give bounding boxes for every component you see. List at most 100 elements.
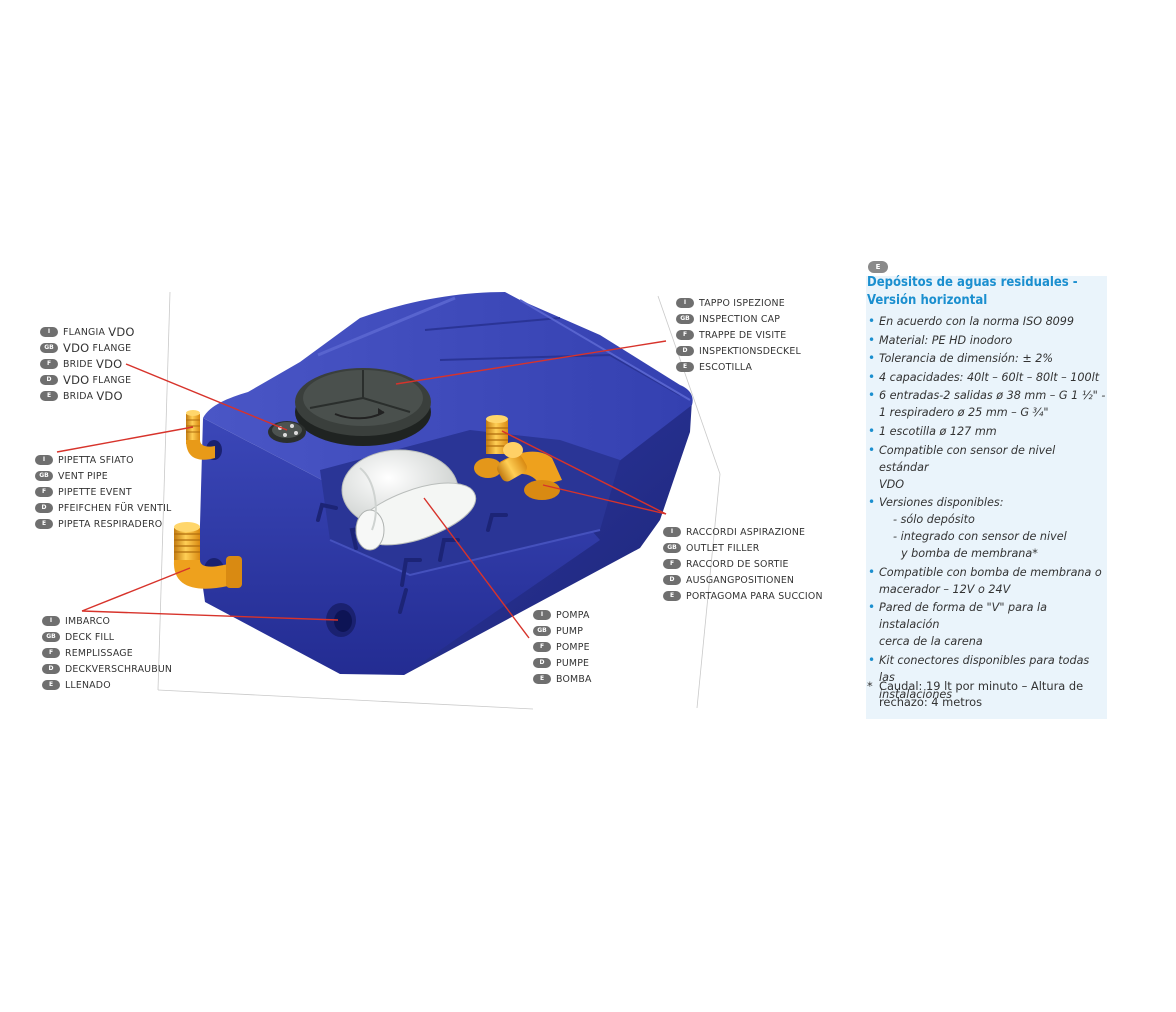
spec-line: cerca de la carena bbox=[879, 635, 983, 649]
callout-row: I RACCORDI ASPIRAZIONE bbox=[663, 525, 823, 539]
language-badge: E bbox=[676, 362, 694, 372]
callout-text: BRIDA bbox=[63, 390, 97, 402]
language-badge: E bbox=[533, 674, 551, 684]
spec-line: 4 capacidades: 40lt – 60lt – 80lt – 100l… bbox=[879, 370, 1100, 384]
language-badge: F bbox=[663, 559, 681, 569]
deck-fill-fitting bbox=[173, 522, 242, 589]
spec-item: Compatible con sensor de nivel estándarV… bbox=[867, 442, 1107, 493]
language-badge: E bbox=[663, 591, 681, 601]
language-badge: D bbox=[663, 575, 681, 585]
spec-line: Versiones disponibles: bbox=[879, 496, 1004, 510]
callout-text: BOMBA bbox=[556, 673, 592, 685]
panel-title-line-2: Versión horizontal bbox=[867, 293, 988, 308]
callout-row: E BOMBA bbox=[533, 672, 592, 686]
callout-text: LLENADO bbox=[65, 679, 111, 691]
spec-line: 6 entradas-2 salidas ø 38 mm – G 1 ½" - bbox=[879, 389, 1106, 403]
frame-lines bbox=[157, 291, 721, 710]
spec-item: Compatible con bomba de membrana omacera… bbox=[867, 564, 1107, 598]
footnote: * Caudal: 19 lt por minuto – Altura de r… bbox=[867, 678, 1115, 710]
callout-text: PORTAGOMA PARA SUCCION bbox=[686, 590, 823, 602]
callout-text: INSPECTION CAP bbox=[699, 313, 781, 325]
footnote-marker: * bbox=[867, 679, 873, 693]
spec-item: 4 capacidades: 40lt – 60lt – 80lt – 100l… bbox=[867, 369, 1107, 386]
language-badge: E bbox=[868, 261, 888, 273]
language-badge: I bbox=[35, 455, 53, 465]
language-badge: D bbox=[42, 664, 60, 674]
callout-text: OUTLET FILLER bbox=[686, 542, 760, 554]
callout-text: FLANGE bbox=[89, 342, 132, 354]
callout-row: E PORTAGOMA PARA SUCCION bbox=[663, 589, 823, 603]
callout-row: I POMPA bbox=[533, 608, 592, 622]
callout-row: GB INSPECTION CAP bbox=[676, 312, 801, 326]
callout-text: REMPLISSAGE bbox=[65, 647, 133, 659]
language-badge: GB bbox=[42, 632, 60, 642]
spec-item: Pared de forma de "V" para la instalació… bbox=[867, 599, 1107, 650]
panel-title: Depósitos de aguas residuales - Versión … bbox=[867, 274, 1107, 310]
language-badge: I bbox=[533, 610, 551, 620]
spec-item: Tolerancia de dimensión: ± 2% bbox=[867, 350, 1107, 367]
language-badge: I bbox=[42, 616, 60, 626]
callout-row: F RACCORD DE SORTIE bbox=[663, 557, 823, 571]
callout-text: PFEIFCHEN FÜR VENTIL bbox=[58, 502, 172, 514]
spec-item: 6 entradas-2 salidas ø 38 mm – G 1 ½" - 1… bbox=[867, 387, 1107, 421]
spec-line: Tolerancia de dimensión: ± 2% bbox=[879, 352, 1054, 366]
footnote-line-2: rechazo: 4 metros bbox=[879, 695, 983, 709]
spec-item: Material: PE HD inodoro bbox=[867, 332, 1107, 349]
callout-text: RACCORD DE SORTIE bbox=[686, 558, 789, 570]
callout-text: PUMP bbox=[556, 625, 584, 637]
callout-text: FLANGIA bbox=[63, 326, 109, 338]
vent-pipe-fitting bbox=[186, 410, 215, 460]
language-badge: F bbox=[533, 642, 551, 652]
language-badge: GB bbox=[676, 314, 694, 324]
callout-row: F POMPE bbox=[533, 640, 592, 654]
vdo-text: VDO bbox=[96, 357, 123, 371]
callout-text: INSPEKTIONSDECKEL bbox=[699, 345, 801, 357]
vdo-text: VDO bbox=[63, 341, 90, 355]
callout-text: POMPE bbox=[556, 641, 590, 653]
language-badge: I bbox=[663, 527, 681, 537]
language-badge: F bbox=[676, 330, 694, 340]
language-badge: I bbox=[676, 298, 694, 308]
spec-line: En acuerdo con la norma ISO 8099 bbox=[879, 315, 1075, 328]
language-badge: F bbox=[40, 359, 58, 369]
callout-text: PIPETA RESPIRADERO bbox=[58, 518, 163, 530]
inspection-cap bbox=[295, 368, 431, 446]
callout-text: POMPA bbox=[556, 609, 590, 621]
spec-line: VDO bbox=[879, 477, 905, 491]
outlet-fittings bbox=[474, 415, 562, 500]
callout-text: RACCORDI ASPIRAZIONE bbox=[686, 526, 806, 538]
callout-text: FLANGE bbox=[89, 374, 132, 386]
language-badge: E bbox=[42, 680, 60, 690]
spec-line: Kit conectores disponibles para todas la… bbox=[879, 653, 1090, 684]
panel-title-line-1: Depósitos de aguas residuales - bbox=[867, 275, 1078, 290]
spec-line: 1 escotilla ø 127 mm bbox=[879, 424, 997, 438]
pump bbox=[341, 449, 477, 551]
language-badge: F bbox=[42, 648, 60, 658]
vdo-text: VDO bbox=[108, 325, 135, 339]
callout-row: E LLENADO bbox=[42, 678, 172, 692]
spec-line: 1 respiradero ø 25 mm – G ¾" bbox=[879, 406, 1049, 420]
spec-subline: y bomba de membrana* bbox=[901, 547, 1038, 561]
spec-line: Pared de forma de "V" para la instalació… bbox=[879, 601, 1047, 632]
